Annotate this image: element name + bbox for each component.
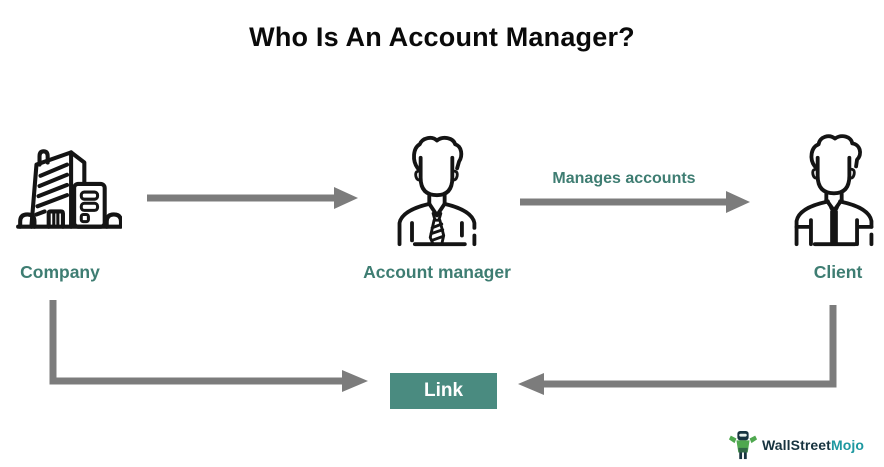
client-label: Client: [813, 262, 863, 282]
arrow-company-to-manager: [147, 187, 358, 209]
account-manager-label: Account manager: [363, 262, 511, 282]
client-icon: [794, 134, 874, 247]
logo-text-mojo: Mojo: [830, 437, 865, 453]
arrow-company-to-link: [49, 300, 368, 392]
link-box-label: Link: [423, 380, 464, 401]
building-icon: [16, 149, 122, 229]
logo-text-wallstreet: WallStreet: [762, 437, 831, 453]
link-box: Link: [390, 373, 497, 409]
logo-wordmark: WallStreetMojo: [762, 437, 864, 453]
manages-accounts-label: Manages accounts: [552, 170, 696, 187]
page-title: Who Is An Account Manager?: [249, 22, 635, 52]
arrow-manager-to-client: [520, 191, 750, 213]
company-label: Company: [20, 262, 100, 282]
wallstreetmojo-logo: WallStreetMojo: [728, 428, 864, 462]
mojo-mascot-icon: [728, 430, 758, 460]
account-manager-icon: [397, 135, 477, 247]
arrow-client-to-link: [518, 305, 837, 395]
